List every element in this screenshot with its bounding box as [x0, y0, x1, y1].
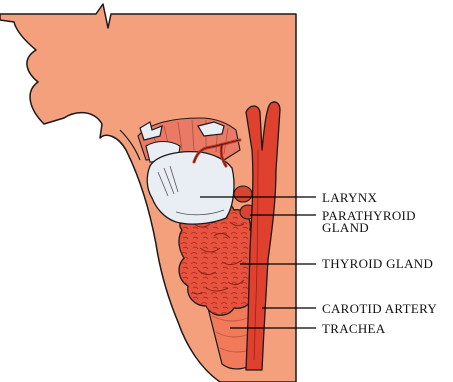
parathyroid-gland-upper	[234, 186, 252, 202]
label-trachea: TRACHEA	[322, 321, 386, 336]
label-larynx: LARYNX	[322, 190, 378, 205]
label-parathyroid-line2: GLAND	[322, 220, 369, 235]
label-thyroid-gland: THYROID GLAND	[322, 256, 433, 271]
label-carotid-artery: CAROTID ARTERY	[322, 301, 437, 316]
